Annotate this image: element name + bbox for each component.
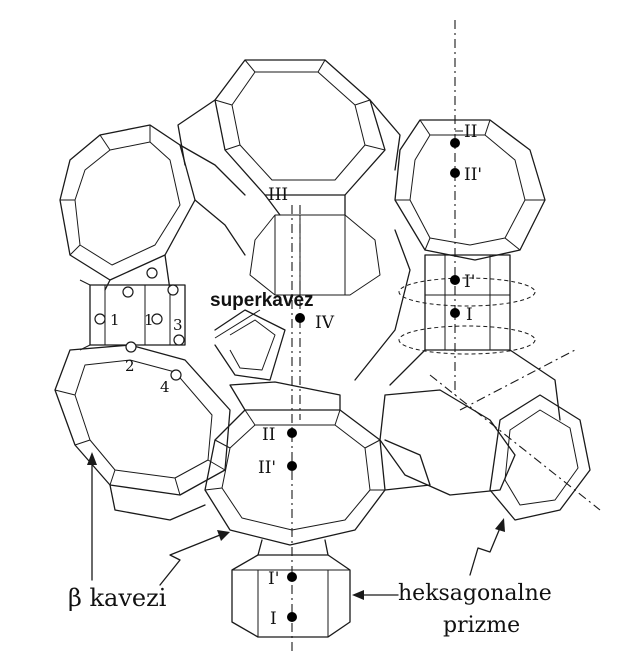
site-I-right-dot bbox=[450, 308, 460, 318]
label-number-1: 1 bbox=[110, 311, 120, 329]
site-IIp-center-dot bbox=[287, 461, 297, 471]
label-II-right: II bbox=[464, 122, 477, 142]
label-number-3: 3 bbox=[173, 316, 183, 334]
label-Ip-bottom: I' bbox=[268, 569, 279, 589]
arrow-prisms-to-right-prism bbox=[469, 518, 505, 576]
label-I-right: I bbox=[466, 305, 473, 325]
label-Ip-right: I' bbox=[464, 272, 475, 292]
beta-cage-upper-left bbox=[59, 124, 246, 291]
label-IIp-center: II' bbox=[258, 458, 276, 478]
label-number-2: 2 bbox=[125, 357, 135, 375]
label-number-1p: 1 bbox=[144, 311, 154, 329]
label-IIp-right: II' bbox=[464, 165, 482, 185]
arrow-beta-to-left-cage bbox=[87, 452, 97, 581]
open-site-1p bbox=[151, 313, 163, 325]
arrow-beta-to-center-cage bbox=[159, 530, 230, 586]
label-II-center: II bbox=[262, 425, 275, 445]
hex-prism-left bbox=[79, 279, 186, 351]
beta-cage-lower-left bbox=[54, 344, 231, 521]
label-hex-prisms-line1: heksagonalne bbox=[398, 581, 552, 606]
open-site-3 bbox=[173, 334, 185, 346]
pointer-superkavez bbox=[214, 309, 261, 339]
label-hex-prisms-line2: prizme bbox=[443, 613, 520, 638]
beta-cage-top bbox=[177, 59, 401, 196]
label-number-4: 4 bbox=[160, 378, 170, 396]
label-I-bottom: I bbox=[270, 609, 277, 629]
label-superkavez: superkavez bbox=[210, 290, 314, 311]
beta-cage-lower-right bbox=[379, 349, 601, 521]
hex-prism-bottom bbox=[231, 539, 351, 638]
open-site-2 bbox=[125, 341, 137, 353]
beta-cage-center-lower bbox=[204, 381, 431, 546]
label-beta-cages: β kavezi bbox=[68, 584, 167, 612]
site-II-right-dot bbox=[450, 138, 460, 148]
arrow-prisms-to-bottom-prism bbox=[352, 590, 399, 600]
label-III: III bbox=[268, 185, 288, 205]
supercage-inner bbox=[214, 194, 411, 381]
site-Ip-bottom-dot bbox=[287, 572, 297, 582]
open-site-1 bbox=[94, 313, 106, 325]
open-site-c bbox=[167, 284, 179, 296]
open-site-a bbox=[146, 267, 158, 279]
site-IIp-right-dot bbox=[450, 168, 460, 178]
open-site-b bbox=[122, 286, 134, 298]
open-site-4 bbox=[170, 369, 182, 381]
label-IV: IV bbox=[315, 313, 335, 333]
site-II-center-dot bbox=[287, 428, 297, 438]
site-Ip-right-dot bbox=[450, 275, 460, 285]
site-I-bottom-dot bbox=[287, 612, 297, 622]
site-IV-dot bbox=[295, 313, 305, 323]
